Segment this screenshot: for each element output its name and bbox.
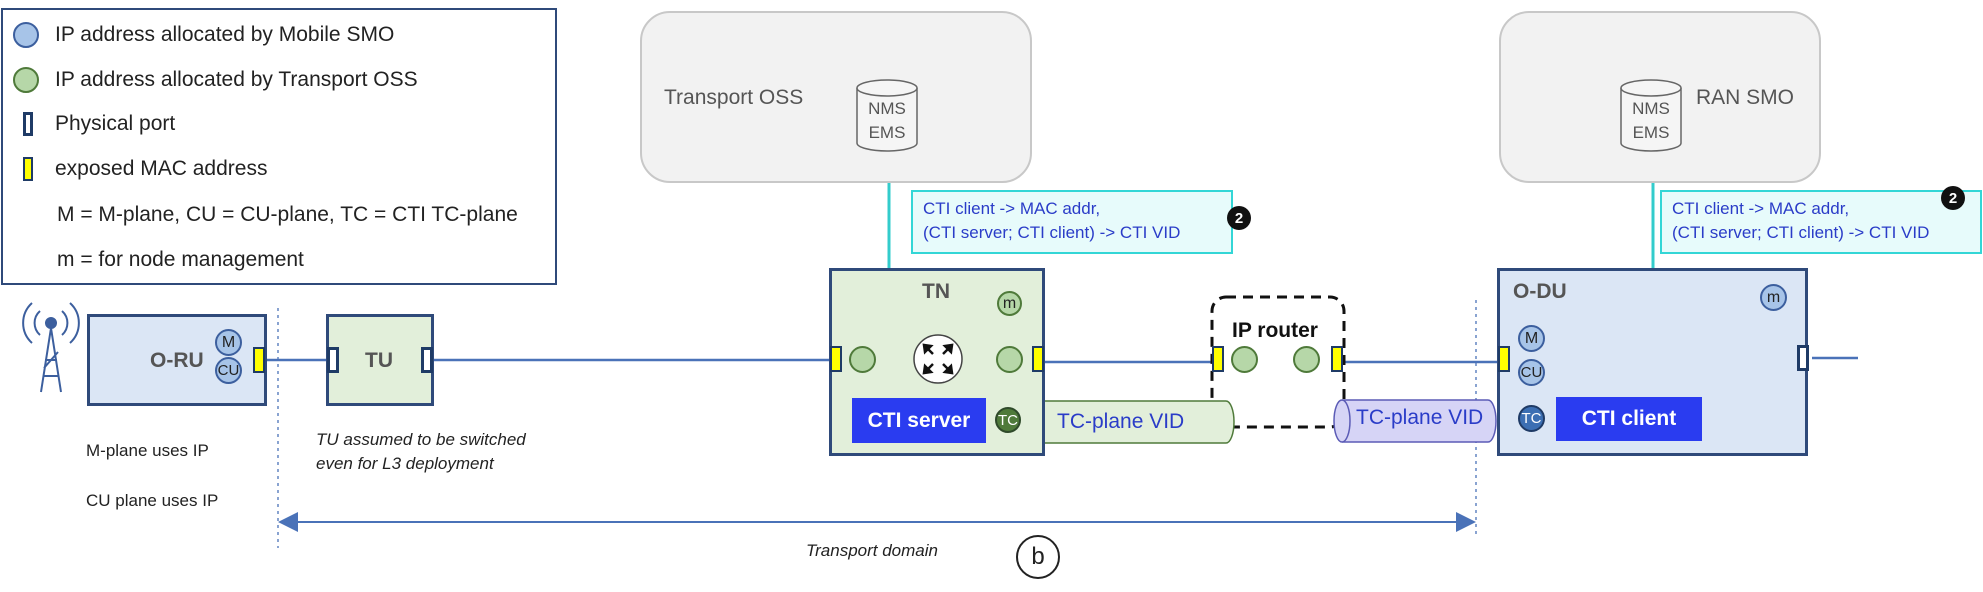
legend-item: Physical port xyxy=(13,112,175,136)
mac-port xyxy=(1212,346,1224,372)
callout-right: CTI client -> MAC addr, (CTI server; CTI… xyxy=(1660,190,1982,254)
tc-plane-ip: TC xyxy=(1518,405,1545,432)
mac-port-icon xyxy=(23,157,33,181)
cti-client-box[interactable]: CTI client xyxy=(1556,397,1702,441)
legend: IP address allocated by Mobile SMO IP ad… xyxy=(1,8,557,285)
step-badge: 2 xyxy=(1941,186,1965,210)
transport-domain-label: Transport domain xyxy=(806,541,938,560)
legend-item: IP address allocated by Mobile SMO xyxy=(13,22,394,48)
cu-plane-ip: CU xyxy=(1518,359,1545,386)
db-line: NMS xyxy=(1632,99,1670,118)
green-circle-icon xyxy=(13,67,39,93)
tu-note-line1: TU assumed to be switched xyxy=(316,430,526,449)
callout-line: CTI client -> MAC addr, xyxy=(1672,199,1850,218)
db-line: EMS xyxy=(868,123,906,142)
mac-port xyxy=(830,346,842,372)
db-line: NMS xyxy=(868,99,906,118)
ran-smo-label: RAN SMO xyxy=(1696,86,1795,109)
callout-left: CTI client -> MAC addr, (CTI server; CTI… xyxy=(911,190,1233,254)
step-badge: 2 xyxy=(1227,206,1251,230)
callout-line: (CTI server; CTI client) -> CTI VID xyxy=(923,223,1181,242)
db-label: NMS EMS xyxy=(855,97,919,145)
transport-ip xyxy=(996,346,1023,373)
cti-server-box[interactable]: CTI server xyxy=(852,398,986,443)
physical-port xyxy=(1797,345,1809,371)
router-icon xyxy=(913,334,963,384)
cu-plane-note: CU plane uses IP xyxy=(86,491,219,510)
tc-pipe-right-label: TC-plane VID xyxy=(1356,406,1484,429)
transport-ip xyxy=(1293,346,1320,373)
ip-router-title: IP router xyxy=(1232,319,1318,342)
legend-item: IP address allocated by Transport OSS xyxy=(13,67,418,93)
legend-item: m = for node management xyxy=(57,248,304,271)
tu-title: TU xyxy=(365,349,393,372)
legend-item: M = M-plane, CU = CU-plane, TC = CTI TC-… xyxy=(57,203,518,226)
antenna-icon xyxy=(22,302,80,393)
transport-oss-cloud xyxy=(640,11,1032,183)
physical-port xyxy=(327,347,339,373)
mac-port xyxy=(1498,346,1510,372)
database-icon xyxy=(856,79,918,152)
m-plane-ip: M xyxy=(1518,325,1545,352)
management-ip: m xyxy=(997,291,1022,316)
callout-line: CTI client -> MAC addr, xyxy=(923,199,1101,218)
tc-pipe-left-label: TC-plane VID xyxy=(1057,410,1185,433)
tc-pipe-left xyxy=(1030,400,1235,444)
tn-title: TN xyxy=(922,280,950,303)
odu-title: O-DU xyxy=(1513,280,1567,303)
blue-circle-icon xyxy=(13,22,39,48)
m-plane-note: M-plane uses IP xyxy=(86,441,209,460)
tu-note-line2: even for L3 deployment xyxy=(316,454,494,473)
transport-ip xyxy=(1231,346,1258,373)
database-icon xyxy=(1620,79,1682,152)
mac-port xyxy=(1032,346,1044,372)
transport-ip xyxy=(849,346,876,373)
callout-line: (CTI server; CTI client) -> CTI VID xyxy=(1672,223,1930,242)
mac-port xyxy=(253,347,265,373)
figure-marker: b xyxy=(1016,535,1060,579)
physical-port-icon xyxy=(23,112,33,136)
tc-pipe-right-end xyxy=(1333,399,1351,443)
transport-oss-label: Transport OSS xyxy=(664,86,804,109)
m-plane-ip: M xyxy=(215,329,242,356)
management-ip: m xyxy=(1760,284,1787,311)
physical-port xyxy=(421,347,433,373)
tc-pipe-right xyxy=(1342,399,1497,443)
mac-port xyxy=(1331,346,1343,372)
db-line: EMS xyxy=(1632,123,1670,142)
cu-plane-ip: CU xyxy=(215,357,242,384)
tc-plane-ip: TC xyxy=(995,407,1021,433)
db-label: NMS EMS xyxy=(1619,97,1683,145)
oru-title: O-RU xyxy=(150,349,204,372)
legend-item: exposed MAC address xyxy=(13,157,267,181)
tu-node[interactable] xyxy=(326,314,434,406)
